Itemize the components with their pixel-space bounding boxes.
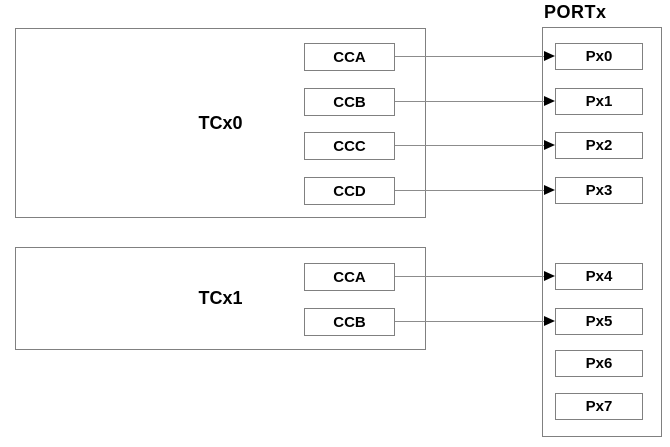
pin-box-px4: Px4: [555, 263, 643, 290]
timer-label-tcx0: TCx0: [198, 113, 243, 133]
channel-box-tcx0-ccd: CCD: [304, 177, 395, 205]
port-title: PORTx: [544, 2, 607, 22]
channel-box-tcx0-cca: CCA: [304, 43, 395, 71]
arrowhead-icon-px5: [544, 316, 555, 326]
arrow-line-cca0-px0: [395, 56, 544, 57]
pin-box-px0: Px0: [555, 43, 643, 70]
channel-box-tcx1-cca: CCA: [304, 263, 395, 291]
channel-box-tcx0-ccc: CCC: [304, 132, 395, 160]
arrowhead-icon-px0: [544, 51, 555, 61]
pin-box-px7: Px7: [555, 393, 643, 420]
arrowhead-icon-px2: [544, 140, 555, 150]
pin-box-px6: Px6: [555, 350, 643, 377]
channel-box-tcx0-ccb: CCB: [304, 88, 395, 116]
arrowhead-icon-px3: [544, 185, 555, 195]
pin-box-px5: Px5: [555, 308, 643, 335]
pin-box-px2: Px2: [555, 132, 643, 159]
arrowhead-icon-px4: [544, 271, 555, 281]
pin-box-px1: Px1: [555, 88, 643, 115]
arrow-line-ccc0-px2: [395, 145, 544, 146]
arrowhead-icon-px1: [544, 96, 555, 106]
arrow-line-cca1-px4: [395, 276, 544, 277]
channel-box-tcx1-ccb: CCB: [304, 308, 395, 336]
timer-label-tcx1: TCx1: [198, 288, 243, 308]
arrow-line-ccb1-px5: [395, 321, 544, 322]
pin-box-px3: Px3: [555, 177, 643, 204]
arrow-line-ccd0-px3: [395, 190, 544, 191]
arrow-line-ccb0-px1: [395, 101, 544, 102]
